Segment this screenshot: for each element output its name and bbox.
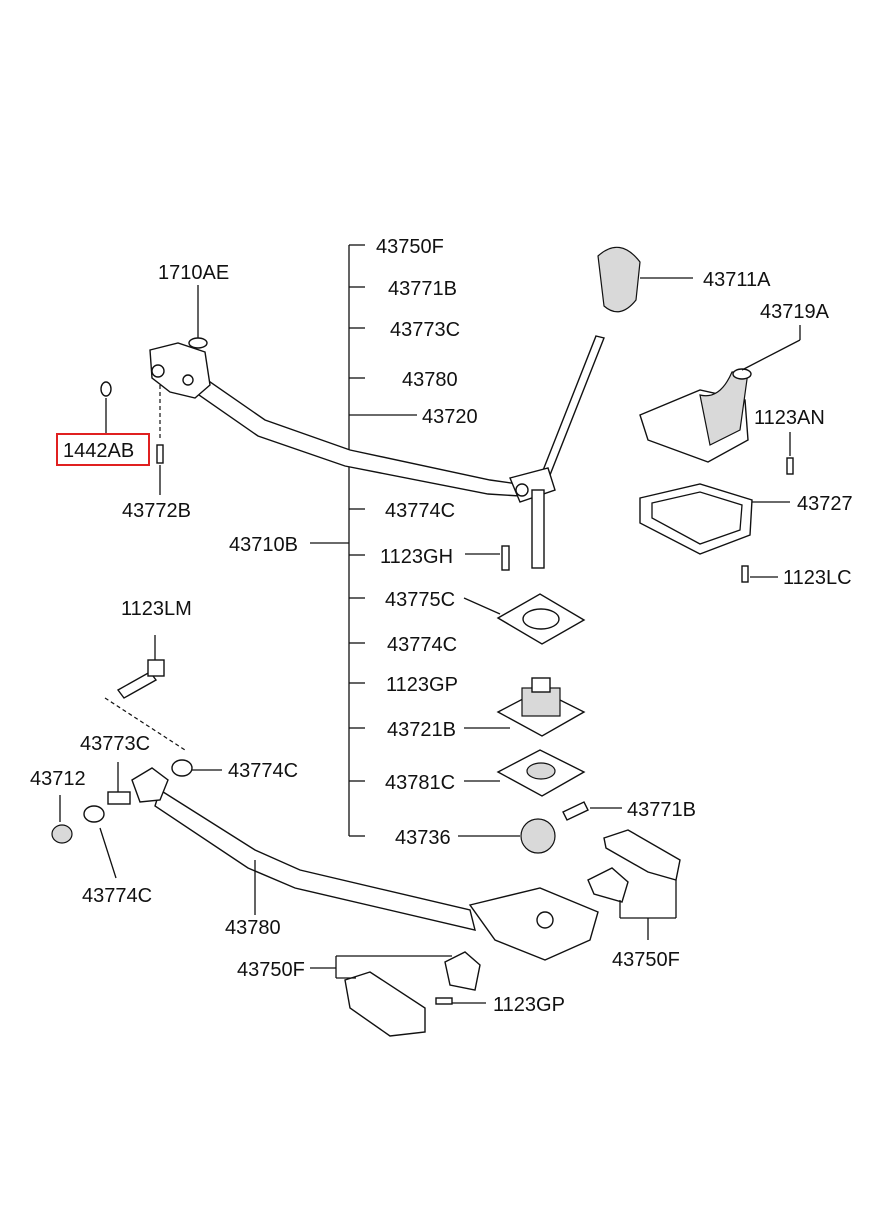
label-43721B: 43721B xyxy=(387,719,456,741)
label-43736: 43736 xyxy=(395,827,451,849)
label-1123GH: 1123GH xyxy=(380,546,453,568)
highlight-box xyxy=(56,433,150,466)
label-1123LC: 1123LC xyxy=(783,567,852,589)
label-43781C: 43781C xyxy=(385,772,455,794)
callout-bracket xyxy=(310,244,417,837)
label-1442AB: 1442AB xyxy=(63,440,134,462)
shift-rod-upper xyxy=(100,337,521,497)
label-43774C-left-bottom: 43774C xyxy=(82,885,152,907)
bolt-1123LC xyxy=(741,565,749,583)
sleeve-43773C xyxy=(107,791,131,805)
label-43750F-bottom: 43750F xyxy=(237,959,305,981)
bracket-43750F-right xyxy=(587,829,681,903)
label-43774C-a: 43774C xyxy=(385,500,455,522)
label-43773C-left: 43773C xyxy=(80,733,150,755)
label-43710B: 43710B xyxy=(229,534,298,556)
shift-lever xyxy=(509,335,605,569)
boot-43719A xyxy=(639,368,752,463)
label-43719A: 43719A xyxy=(760,301,830,323)
label-43727: 43727 xyxy=(797,493,853,515)
bolt-1123GH xyxy=(501,545,510,571)
ball-43736 xyxy=(520,818,556,854)
label-43772B: 43772B xyxy=(122,500,191,522)
plate-43775C xyxy=(496,593,586,645)
label-43775C: 43775C xyxy=(385,589,455,611)
plate-43781C xyxy=(496,749,586,797)
label-43750F-right: 43750F xyxy=(612,949,680,971)
label-43780-top: 43780 xyxy=(402,369,458,391)
pin-43771B xyxy=(562,801,589,821)
label-1123GP-b: 1123GP xyxy=(493,994,565,1016)
label-1123LM: 1123LM xyxy=(121,598,192,620)
label-43771B-top: 43771B xyxy=(388,278,457,300)
pin-43772B xyxy=(156,444,164,464)
label-43771B-right: 43771B xyxy=(627,799,696,821)
label-43773C-top: 43773C xyxy=(390,319,460,341)
bushing-43774C-left-top xyxy=(171,759,193,777)
gasket-43727 xyxy=(639,483,753,555)
knob-43711A xyxy=(597,246,641,313)
ring-1442AB xyxy=(100,381,112,397)
shift-rod-lower xyxy=(131,767,599,961)
label-43711A: 43711A xyxy=(703,269,771,291)
bushing-43774C-left xyxy=(83,805,105,823)
label-1123GP-a: 1123GP xyxy=(386,674,458,696)
label-43712: 43712 xyxy=(30,768,86,790)
label-43774C-left-top: 43774C xyxy=(228,760,298,782)
label-43774C-b: 43774C xyxy=(387,634,457,656)
label-1710AE: 1710AE xyxy=(158,262,229,284)
bracket-43750F-bottom xyxy=(344,951,481,1037)
label-43720: 43720 xyxy=(422,406,478,428)
label-1123AN: 1123AN xyxy=(754,407,825,429)
mount-43721B xyxy=(496,677,586,737)
label-43780-bottom: 43780 xyxy=(225,917,281,939)
washer-1710AE xyxy=(188,337,208,349)
bolt-1123LM xyxy=(116,671,158,699)
washer-43712 xyxy=(51,824,73,844)
label-43750F-top: 43750F xyxy=(376,236,444,258)
bolt-1123AN xyxy=(786,457,794,475)
bolt-1123GP xyxy=(435,997,453,1005)
